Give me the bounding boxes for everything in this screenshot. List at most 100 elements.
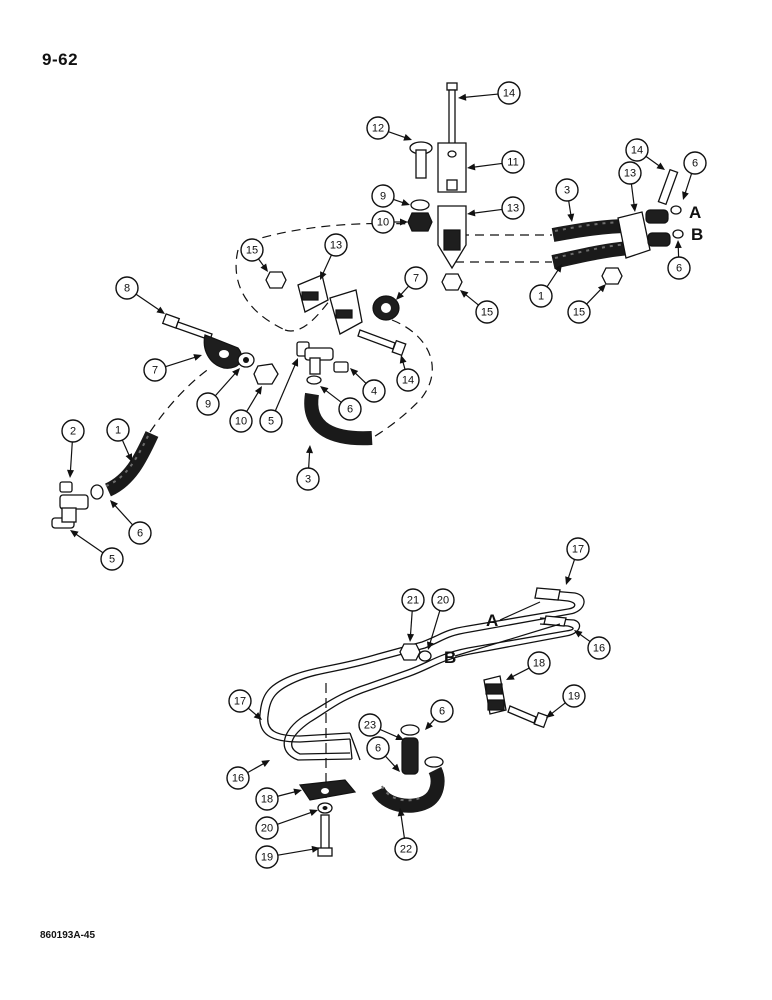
callout-circle: [240, 238, 264, 262]
callout-number: 9: [205, 399, 211, 411]
callout-1: 1: [106, 418, 132, 462]
callout-number: 5: [268, 416, 274, 428]
callout-leader: [135, 293, 162, 312]
callout-15: 15: [567, 284, 606, 324]
callout-circle: [501, 196, 525, 220]
callout-arrowhead: [309, 809, 318, 816]
callout-arrowhead: [70, 530, 79, 538]
callout-number: 19: [261, 852, 273, 864]
callout-arrowhead: [567, 213, 575, 222]
callout-circle: [61, 419, 85, 443]
clamp-13-center: [437, 205, 467, 270]
callout-arrowhead: [67, 469, 75, 478]
callout-arrowhead: [460, 290, 469, 298]
callout-leader: [645, 155, 662, 168]
callout-circle: [228, 689, 252, 713]
callout-leader: [400, 812, 406, 839]
callout-6: 6: [366, 736, 400, 772]
callout-circle: [371, 184, 395, 208]
callout-circle: [618, 161, 642, 185]
callout-leader: [277, 790, 298, 797]
callout-arrowhead: [395, 733, 404, 740]
callout-leader: [428, 610, 441, 646]
callout-circle: [401, 588, 425, 612]
callout-number: 6: [439, 706, 445, 718]
callout-circle: [404, 266, 428, 290]
washer-9-upper: [410, 199, 430, 211]
callout-number: 1: [538, 291, 544, 303]
callout-13: 13: [320, 233, 348, 280]
callout-21: 21: [401, 588, 425, 642]
hose-1-left: [104, 431, 159, 497]
callout-14: 14: [396, 355, 420, 392]
callout-arrowhead: [630, 203, 638, 212]
callout-circle: [396, 368, 420, 392]
callout-number: 16: [232, 773, 244, 785]
page-number: 9-62: [42, 50, 79, 69]
callout-circle: [567, 300, 591, 324]
callout-leader: [165, 355, 198, 368]
callout-arrowhead: [403, 134, 412, 141]
callout-circle: [255, 816, 279, 840]
callout-2: 2: [61, 419, 85, 478]
callout-6: 6: [667, 240, 691, 280]
callout-arrowhead: [682, 191, 689, 200]
callout-leader: [471, 162, 503, 168]
callout-arrowhead: [291, 358, 299, 367]
callout-arrowhead: [407, 633, 415, 642]
callout-arrowhead: [467, 209, 476, 217]
clamp-7-left: [203, 334, 243, 369]
callout-number: 9: [380, 191, 386, 203]
callout-number: 6: [692, 158, 698, 170]
bolt-14-top: [446, 82, 458, 149]
callout-number: 1: [115, 425, 121, 437]
callout-number: 5: [109, 554, 115, 566]
callout-number: 8: [124, 283, 130, 295]
callout-arrowhead: [110, 500, 118, 509]
callout-number: 13: [330, 240, 342, 252]
port-label-b-upper: B: [691, 225, 703, 244]
callout-arrowhead: [396, 291, 404, 300]
callout-leader: [388, 131, 408, 139]
callout-6: 6: [110, 500, 152, 545]
callout-6: 6: [682, 151, 707, 200]
hose-22: [371, 766, 445, 813]
callout-circle: [196, 392, 220, 416]
callout-number: 13: [507, 203, 519, 215]
callout-circle: [371, 210, 395, 234]
callout-number: 17: [572, 544, 584, 556]
callout-5: 5: [70, 530, 124, 571]
callout-circle: [143, 358, 167, 382]
callout-leader: [321, 254, 332, 276]
callout-number: 20: [261, 823, 273, 835]
washer-20-upper: [418, 650, 432, 662]
callout-leader: [471, 208, 503, 214]
callout-circle: [226, 766, 250, 790]
callout-leader: [683, 173, 693, 196]
callout-number: 17: [234, 696, 246, 708]
callout-20: 20: [426, 588, 455, 650]
callout-arrowhead: [125, 453, 132, 462]
callout-circle: [527, 651, 551, 675]
callout-arrowhead: [311, 845, 320, 853]
port-label-a-upper: A: [689, 203, 701, 222]
callout-9: 9: [196, 368, 240, 416]
clamp-18-left: [298, 779, 357, 801]
bolt-14-right: [657, 168, 679, 206]
callout-3: 3: [296, 445, 320, 491]
figure-code: 860193A-45: [40, 930, 96, 941]
callout-circle: [296, 467, 320, 491]
callout-number: 6: [137, 528, 143, 540]
callout-arrowhead: [193, 354, 202, 361]
callout-1: 1: [529, 264, 562, 308]
callout-number: 2: [70, 426, 76, 438]
callout-arrowhead: [574, 630, 583, 638]
callout-arrowhead: [597, 284, 606, 293]
callout-circle: [255, 845, 279, 869]
callout-leader: [277, 811, 314, 825]
callout-11: 11: [467, 150, 525, 174]
callout-number: 6: [676, 263, 682, 275]
callout-14: 14: [458, 81, 521, 105]
callout-9: 9: [371, 184, 410, 208]
